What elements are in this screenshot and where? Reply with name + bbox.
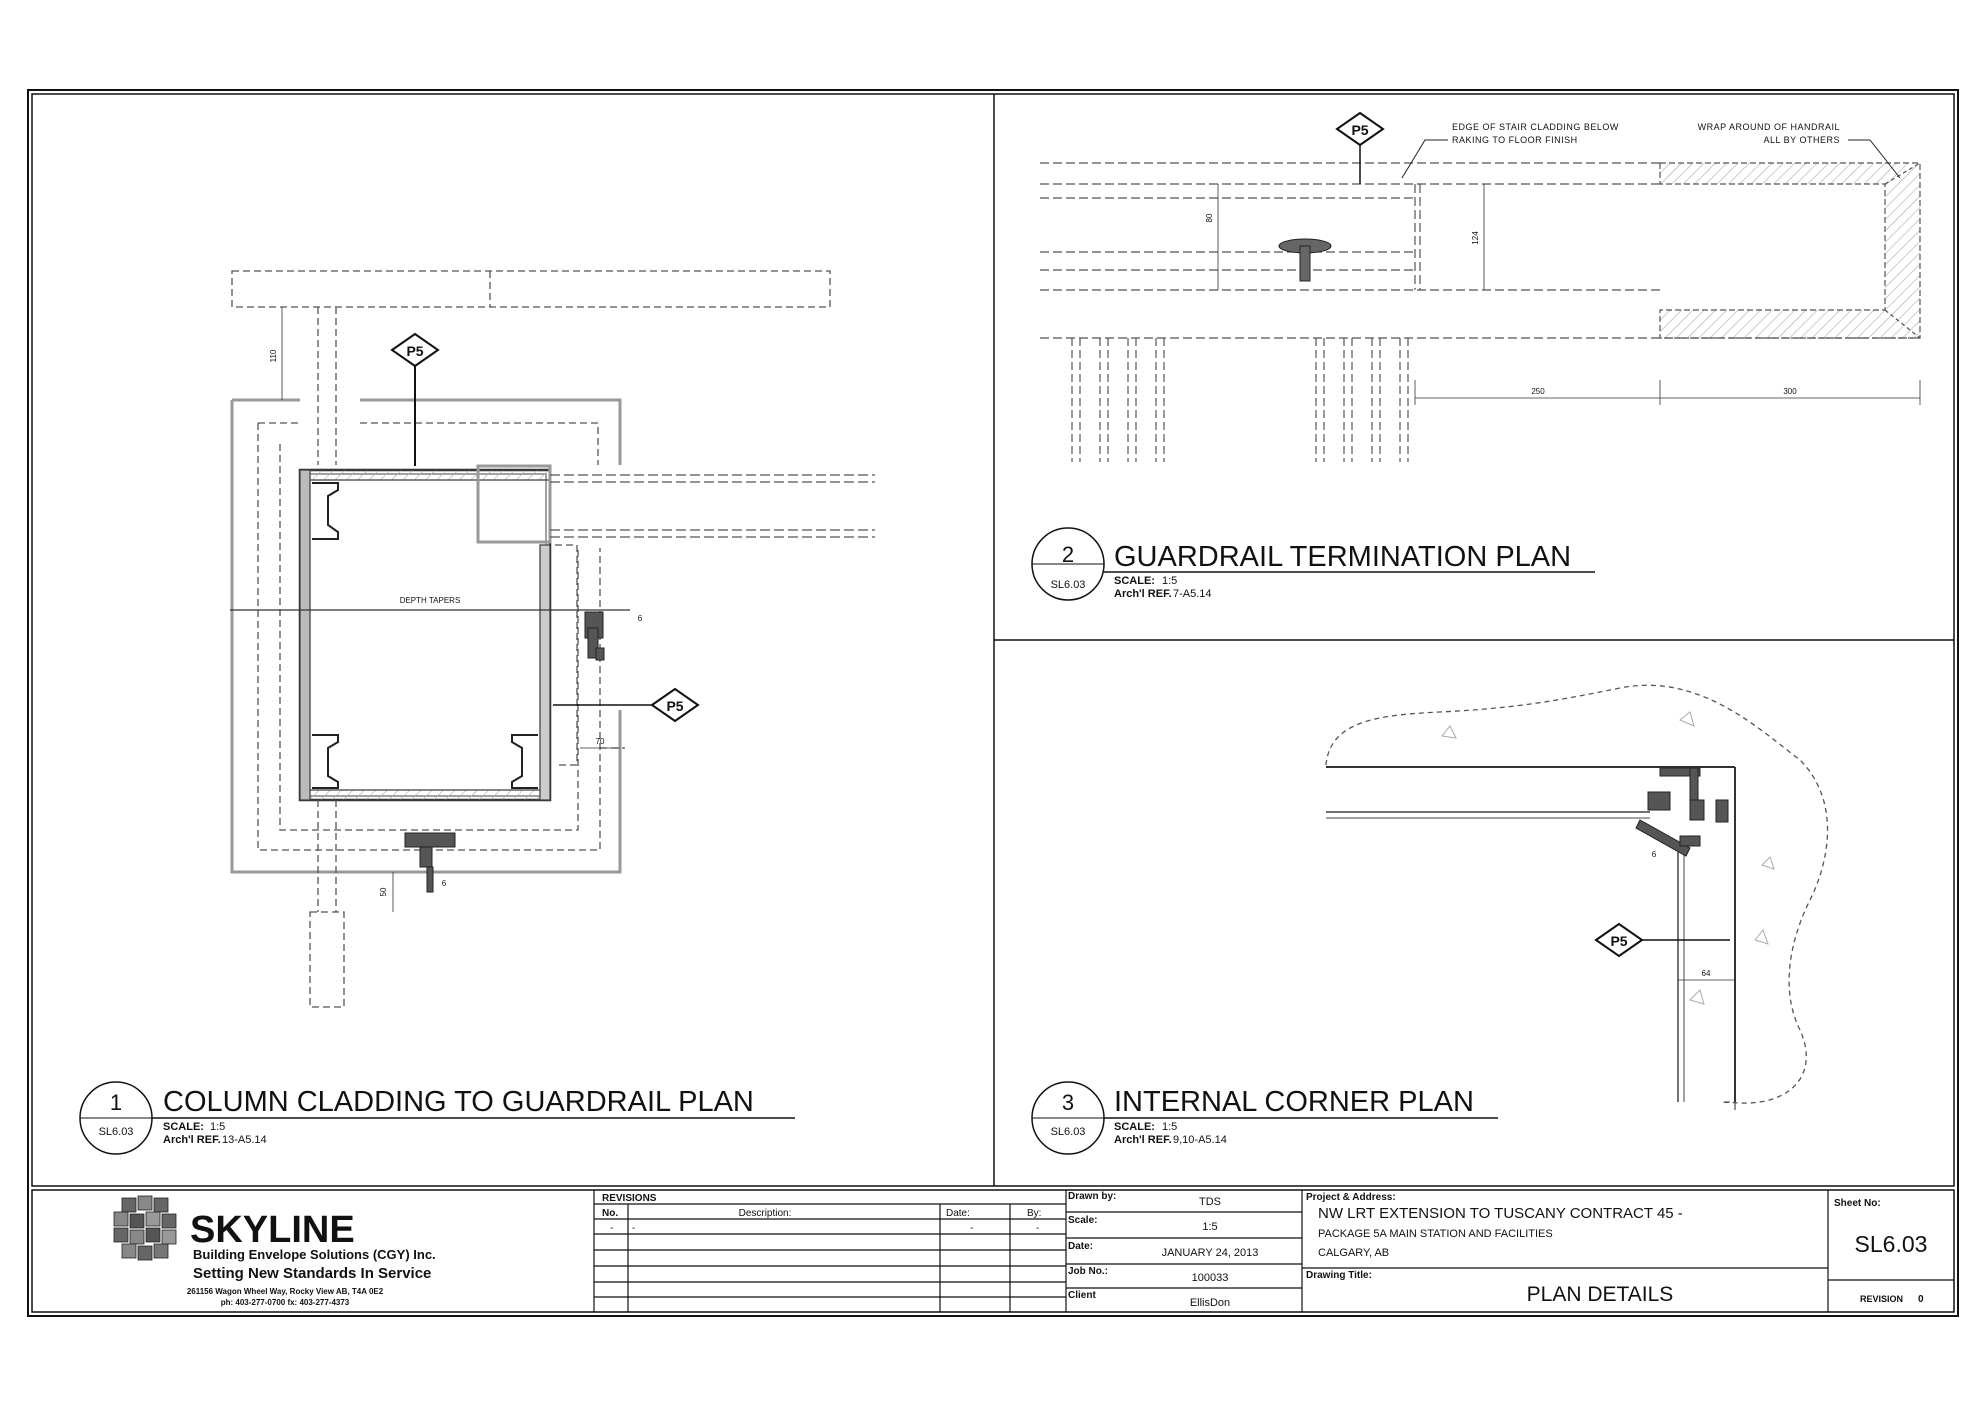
scale-value: 1:5 xyxy=(1202,1221,1217,1233)
wrap-note-line1: WRAP AROUND OF HANDRAIL xyxy=(1698,122,1840,132)
detail-1-sheet-ref: SL6.03 xyxy=(99,1126,134,1138)
drawn-by-value: TDS xyxy=(1199,1196,1221,1208)
detail-3-tag xyxy=(1594,922,1730,958)
detail-2-scale-label: SCALE: xyxy=(1114,575,1155,587)
p5-tag-2: P5 xyxy=(1351,122,1368,138)
sheet-no-label: Sheet No: xyxy=(1834,1198,1881,1209)
p5-tag-3: P5 xyxy=(1610,933,1627,949)
detail-1-number: 1 xyxy=(110,1090,122,1115)
detail-3-callout xyxy=(1031,1081,1498,1155)
company-slogan: Setting New Standards In Service xyxy=(193,1265,431,1282)
dim-70: 70 xyxy=(596,737,605,746)
detail-1-extrusions xyxy=(404,611,605,893)
detail-2-scale: 1:5 xyxy=(1162,575,1177,587)
sheet-number: SL6.03 xyxy=(1855,1231,1928,1257)
detail-1-scale-label: SCALE: xyxy=(163,1121,204,1133)
detail-3-sheet-ref: SL6.03 xyxy=(1051,1126,1086,1138)
revisions-col-no: No. xyxy=(602,1208,618,1219)
sheet-frame xyxy=(27,89,1959,1317)
title-block-grid xyxy=(593,1190,1954,1312)
dim-6b: 6 xyxy=(442,879,447,888)
detail-3-drawing xyxy=(1325,684,1829,1110)
client-label: Client xyxy=(1068,1290,1096,1301)
detail-2-number: 2 xyxy=(1062,542,1074,567)
revisions-col-desc: Description: xyxy=(739,1208,792,1219)
wrap-note-line2: ALL BY OTHERS xyxy=(1763,135,1840,145)
dim-80: 80 xyxy=(1205,213,1214,222)
client-value: EllisDon xyxy=(1190,1297,1230,1309)
dim-6c: 6 xyxy=(1652,850,1657,859)
job-value: 100033 xyxy=(1192,1272,1229,1284)
detail-2-ref: 7-A5.14 xyxy=(1173,588,1212,600)
company-phone: ph: 403-277-0700 fx: 403-277-4373 xyxy=(221,1298,350,1307)
date-label: Date: xyxy=(1068,1241,1093,1252)
dim-110: 110 xyxy=(269,349,278,362)
revisions-row1-desc: - xyxy=(632,1223,635,1234)
edge-note-line2: RAKING TO FLOOR FINISH xyxy=(1452,135,1578,145)
dim-250: 250 xyxy=(1531,387,1545,396)
edge-note-line1: EDGE OF STAIR CLADDING BELOW xyxy=(1452,122,1619,132)
revision-value: 0 xyxy=(1918,1294,1924,1305)
revision-label: REVISION xyxy=(1860,1294,1903,1304)
detail-3-scale: 1:5 xyxy=(1162,1121,1177,1133)
revisions-row1-no: - xyxy=(610,1223,613,1234)
p5-tag-1a: P5 xyxy=(406,343,423,359)
company-address: 261156 Wagon Wheel Way, Rocky View AB, T… xyxy=(187,1287,384,1296)
revisions-col-by: By: xyxy=(1027,1208,1041,1219)
project-line2: PACKAGE 5A MAIN STATION AND FACILITIES xyxy=(1318,1228,1553,1240)
revisions-header: REVISIONS xyxy=(602,1193,657,1204)
project-line1: NW LRT EXTENSION TO TUSCANY CONTRACT 45 … xyxy=(1318,1205,1683,1222)
revisions-row1-date: - xyxy=(970,1223,973,1234)
dim-64: 64 xyxy=(1702,969,1711,978)
detail-2-sheet-ref: SL6.03 xyxy=(1051,579,1086,591)
company-name: SKYLINE xyxy=(190,1209,355,1251)
detail-2-callout xyxy=(1031,527,1595,601)
dim-6a: 6 xyxy=(638,614,643,623)
skyline-logo-icon xyxy=(113,1195,177,1261)
detail-3-ref-label: Arch'l REF. xyxy=(1114,1134,1172,1146)
date-value: JANUARY 24, 2013 xyxy=(1162,1247,1259,1259)
detail-2-ref-label: Arch'l REF. xyxy=(1114,588,1172,600)
detail-3-scale-label: SCALE: xyxy=(1114,1121,1155,1133)
dim-124: 124 xyxy=(1471,231,1480,245)
detail-1-scale: 1:5 xyxy=(210,1121,225,1133)
job-label: Job No.: xyxy=(1068,1266,1108,1277)
scale-label: Scale: xyxy=(1068,1215,1097,1226)
detail-3-title: INTERNAL CORNER PLAN xyxy=(1114,1086,1474,1118)
detail-2-tag xyxy=(1335,111,1385,184)
detail-1-tags xyxy=(390,332,700,723)
project-label: Project & Address: xyxy=(1306,1192,1396,1203)
detail-2-title: GUARDRAIL TERMINATION PLAN xyxy=(1114,541,1571,573)
revisions-row1-by: - xyxy=(1036,1223,1039,1234)
company-subtitle: Building Envelope Solutions (CGY) Inc. xyxy=(193,1247,436,1262)
detail-3-extrusions xyxy=(1635,767,1729,857)
detail-1-callout xyxy=(79,1081,795,1155)
drawn-by-label: Drawn by: xyxy=(1068,1191,1116,1202)
detail-1-drawing xyxy=(230,270,875,1008)
detail-3-number: 3 xyxy=(1062,1090,1074,1115)
drawing-title-label: Drawing Title: xyxy=(1306,1270,1372,1281)
detail-1-ref: 13-A5.14 xyxy=(222,1134,267,1146)
dim-50: 50 xyxy=(379,887,388,896)
detail-2-drawing xyxy=(1040,139,1921,462)
detail-2-handrail-bracket xyxy=(1278,238,1332,282)
detail-1-ref-label: Arch'l REF. xyxy=(163,1134,221,1146)
detail-3-ref: 9,10-A5.14 xyxy=(1173,1134,1227,1146)
detail-1-title: COLUMN CLADDING TO GUARDRAIL PLAN xyxy=(163,1086,754,1118)
p5-tag-1b: P5 xyxy=(666,698,683,714)
drawing-title: PLAN DETAILS xyxy=(1527,1283,1674,1306)
dim-300: 300 xyxy=(1783,387,1797,396)
revisions-col-date: Date: xyxy=(946,1208,970,1219)
project-line3: CALGARY, AB xyxy=(1318,1247,1389,1259)
depth-tapers-note: DEPTH TAPERS xyxy=(400,596,461,605)
